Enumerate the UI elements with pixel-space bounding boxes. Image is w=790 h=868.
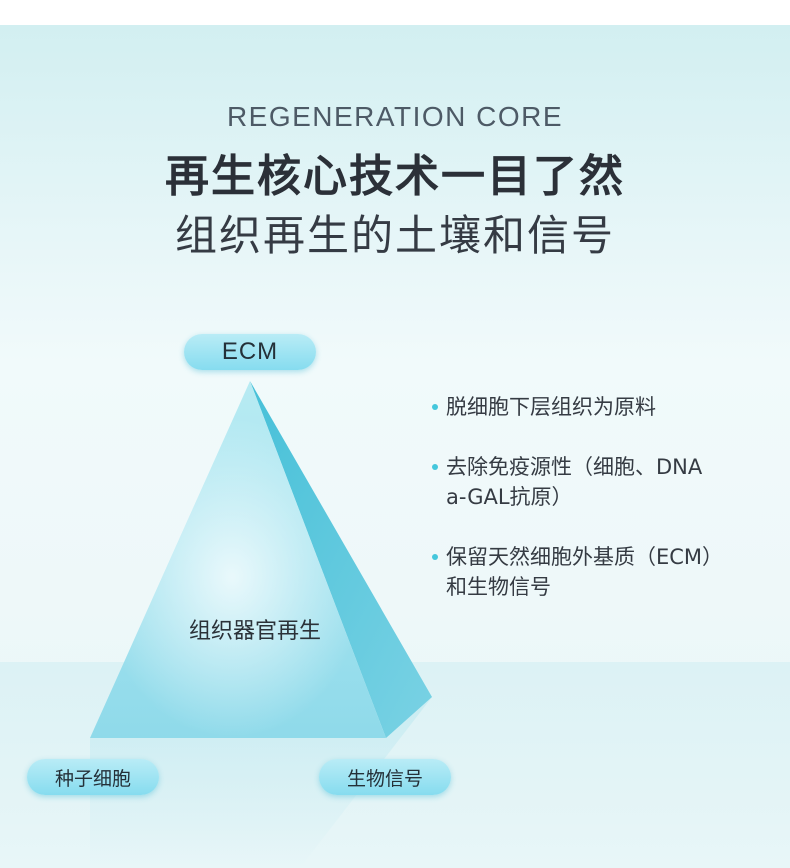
pyramid-reflection	[90, 697, 432, 868]
feature-line: 脱细胞下层组织为原料	[446, 395, 656, 419]
page-subtitle: 组织再生的土壤和信号	[174, 211, 615, 260]
feature-item: 脱细胞下层组织为原料	[430, 392, 780, 422]
feature-item: 去除免疫源性（细胞、DNA a-GAL抗原）	[430, 452, 780, 512]
feature-line: 和生物信号	[446, 575, 551, 599]
feature-list: 脱细胞下层组织为原料 去除免疫源性（细胞、DNA a-GAL抗原） 保留天然细胞…	[430, 392, 780, 632]
feature-item: 保留天然细胞外基质（ECM） 和生物信号	[430, 542, 780, 602]
ecm-pill: ECM	[184, 334, 316, 370]
pyramid-side-face	[250, 381, 432, 738]
bullet-dot-icon	[432, 404, 438, 410]
feature-line: a-GAL抗原）	[446, 485, 573, 509]
bullet-dot-icon	[432, 554, 438, 560]
feature-line: 保留天然细胞外基质（ECM）	[446, 545, 724, 569]
pyramid-front-glow	[90, 381, 386, 738]
bullet-dot-icon	[432, 464, 438, 470]
page-title: 再生核心技术一目了然	[165, 151, 625, 202]
content-panel: REGENERATION CORE 再生核心技术一目了然 组织再生的土壤和信号	[0, 25, 790, 868]
top-white-strip	[0, 0, 790, 25]
feature-line: 去除免疫源性（细胞、DNA	[446, 455, 703, 479]
seed-cells-pill: 种子细胞	[27, 759, 159, 795]
pyramid-graphic	[90, 381, 432, 868]
eyebrow-text: REGENERATION CORE	[226, 101, 564, 132]
pyramid-center-label: 组织器官再生	[188, 619, 321, 644]
bio-signal-pill: 生物信号	[319, 759, 451, 795]
